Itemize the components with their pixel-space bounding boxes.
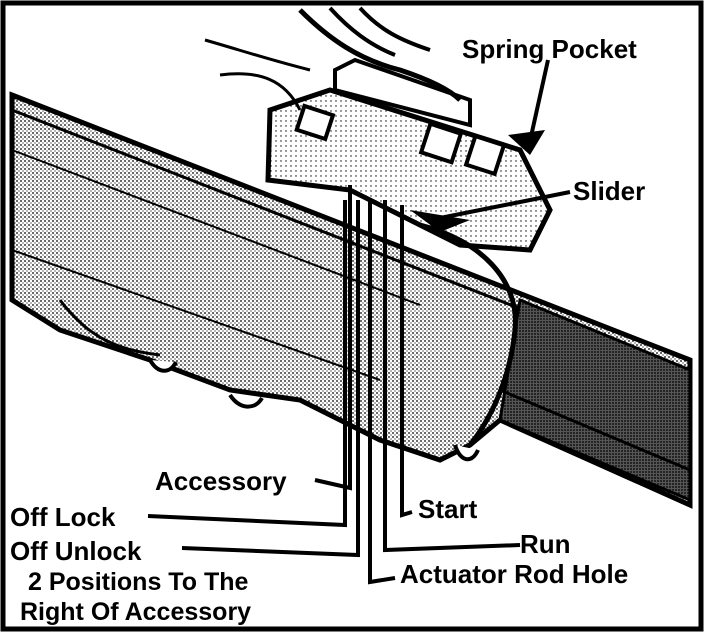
actuator-rod-hole-leader xyxy=(368,200,396,585)
hand-and-wires xyxy=(204,6,462,111)
label-accessory: Accessory xyxy=(155,466,287,496)
slider-leader xyxy=(429,190,571,222)
accessory-leader xyxy=(314,185,352,491)
leader-lines xyxy=(147,59,571,585)
label-off-lock: Off Lock xyxy=(10,502,116,532)
start-leader xyxy=(400,205,413,518)
label-run: Run xyxy=(520,529,571,559)
label-two-positions-line1: 2 Positions To The xyxy=(28,568,248,596)
off-unlock-leader xyxy=(181,200,360,558)
run-leader xyxy=(383,200,521,553)
label-off-unlock: Off Unlock xyxy=(10,536,142,566)
label-slider: Slider xyxy=(573,176,645,206)
label-start: Start xyxy=(418,494,478,524)
labels: Spring Pocket Slider Accessory Start Off… xyxy=(10,34,645,626)
label-two-positions-line2: Right Of Accessory xyxy=(20,598,251,626)
label-actuator-rod-hole: Actuator Rod Hole xyxy=(400,559,628,589)
off-lock-leader xyxy=(147,200,347,528)
label-spring-pocket: Spring Pocket xyxy=(462,34,637,64)
spring-pocket-arrowhead xyxy=(508,130,545,155)
